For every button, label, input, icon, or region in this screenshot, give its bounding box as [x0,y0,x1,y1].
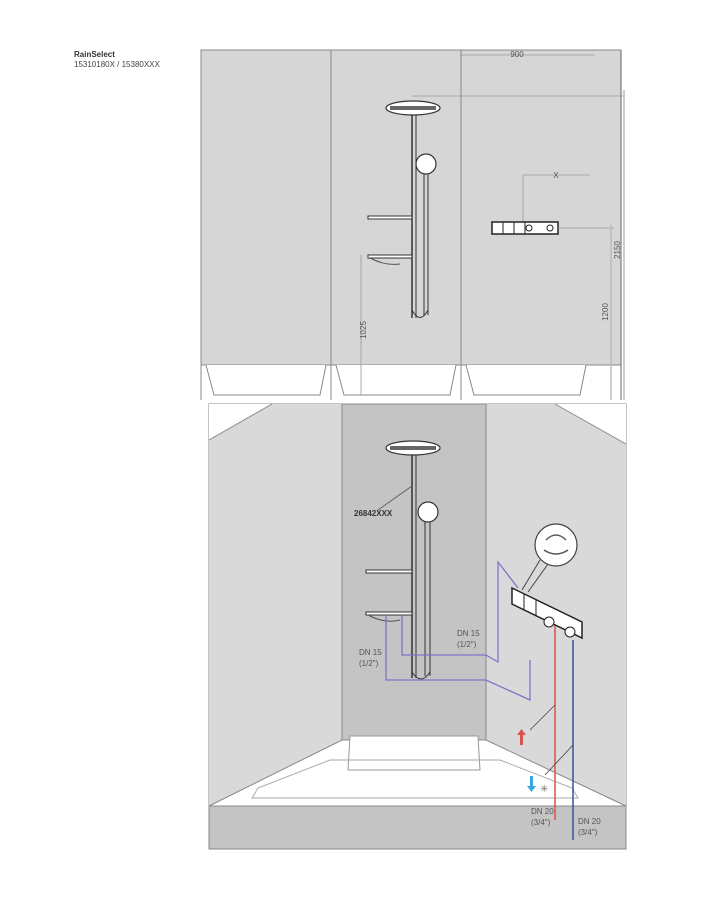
pipe-label-size: DN 20 [578,817,601,826]
article-numbers: 15310180X / 15380XXX [74,60,160,69]
dim-thermostat-height: 1200 [601,303,610,321]
cold-snowflake-icon: ✳ [540,784,548,795]
dim-shelf-height: 1025 [359,321,368,339]
pipe-label-inch: (3/4") [531,818,551,827]
dim-width: 900 [510,50,524,59]
pipe-label-size: DN 15 [359,648,382,657]
dim-offset-x: X [553,171,559,180]
perspective-view: 26842XXX ✳ DN 15 (1/2") DN 15 (1/2") DN … [208,403,627,850]
shower-pipe-article: 26842XXX [354,509,393,518]
pipe-label-inch: (1/2") [359,659,379,668]
pipe-label-size: DN 20 [531,807,554,816]
pipe-label-inch: (1/2") [457,640,477,649]
dim-total-height: 2150 [613,241,622,259]
pipe-label-size: DN 15 [457,629,480,638]
pipe-label-inch: (3/4") [578,828,598,837]
title-block: RainSelect 15310180X / 15380XXX [74,50,160,70]
product-name: RainSelect [74,50,115,59]
front-view: 900 1025 X 2150 1200 [200,49,625,400]
